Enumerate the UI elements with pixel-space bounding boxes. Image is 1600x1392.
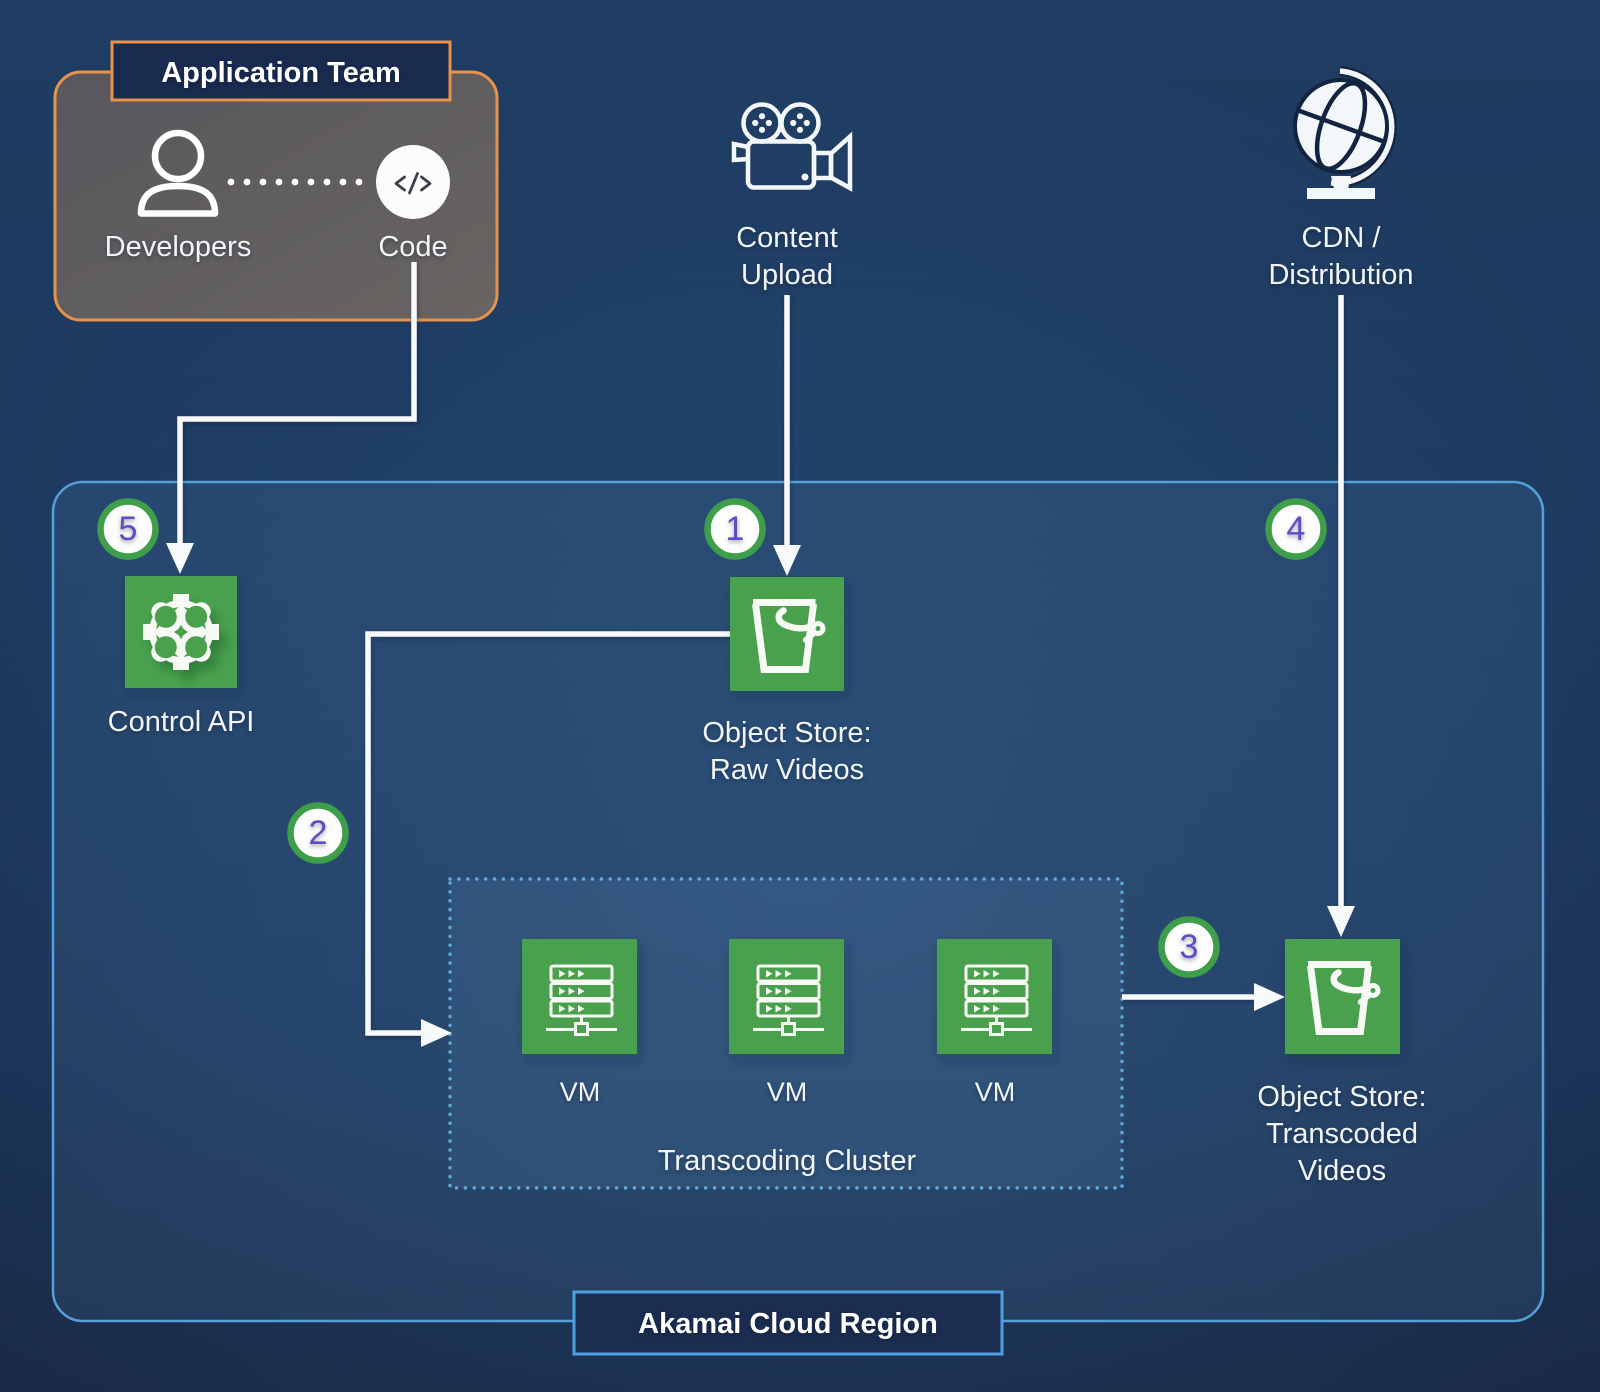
svg-text:VM: VM bbox=[975, 1077, 1016, 1107]
svg-text:Application Team: Application Team bbox=[161, 57, 401, 89]
svg-text:VM: VM bbox=[560, 1077, 601, 1107]
svg-text:Developers: Developers bbox=[105, 231, 252, 263]
svg-text:Videos: Videos bbox=[1298, 1155, 1386, 1187]
svg-text:Control API: Control API bbox=[108, 706, 255, 738]
svg-text:Content: Content bbox=[736, 222, 838, 254]
svg-text:Object Store:: Object Store: bbox=[702, 717, 871, 749]
svg-text:Object Store:: Object Store: bbox=[1257, 1081, 1426, 1113]
svg-text:Akamai Cloud Region: Akamai Cloud Region bbox=[638, 1308, 938, 1340]
svg-text:4: 4 bbox=[1287, 510, 1306, 548]
svg-text:2: 2 bbox=[309, 814, 328, 852]
svg-text:Transcoding Cluster: Transcoding Cluster bbox=[658, 1145, 917, 1177]
svg-text:VM: VM bbox=[767, 1077, 808, 1107]
svg-text:CDN /: CDN / bbox=[1302, 222, 1382, 254]
svg-text:5: 5 bbox=[119, 510, 138, 548]
svg-text:Transcoded: Transcoded bbox=[1266, 1118, 1418, 1150]
svg-text:3: 3 bbox=[1180, 928, 1199, 966]
svg-text:Code: Code bbox=[378, 231, 447, 263]
svg-text:Upload: Upload bbox=[741, 259, 833, 291]
svg-text:1: 1 bbox=[726, 510, 745, 548]
svg-text:Raw Videos: Raw Videos bbox=[710, 754, 864, 786]
svg-text:Distribution: Distribution bbox=[1268, 259, 1413, 291]
